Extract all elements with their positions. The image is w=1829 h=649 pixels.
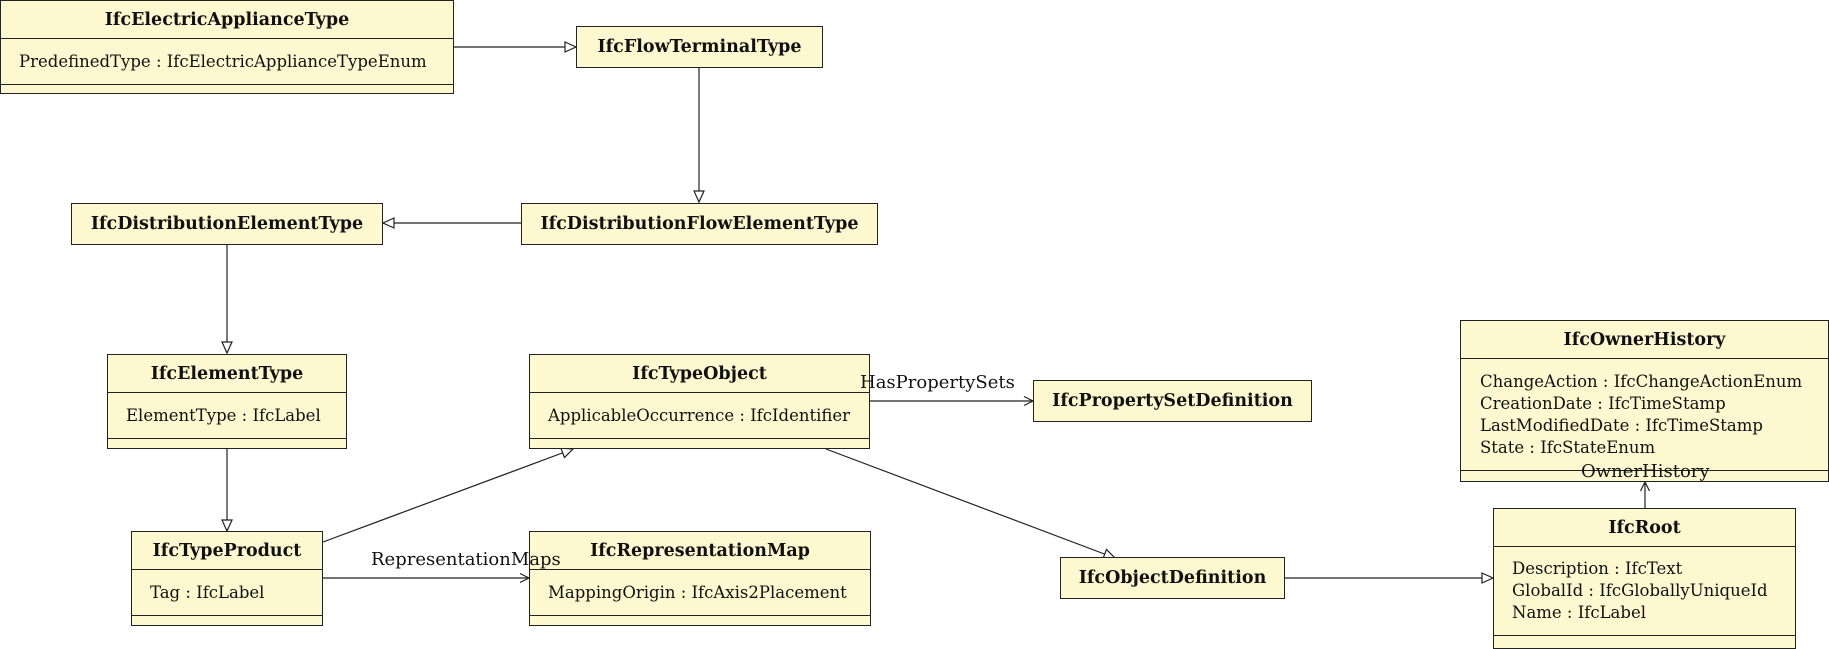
class-name: IfcTypeObject: [632, 363, 767, 384]
generalization-type-object-to-object-definition: [825, 448, 1117, 560]
class-ifc-root: IfcRoot Description : IfcText GlobalId :…: [1493, 508, 1796, 649]
operation-compartment: [1, 84, 453, 93]
attribute-list: ApplicableOccurrence : IfcIdentifier: [530, 392, 869, 438]
role-label-representation-maps: RepresentationMaps: [371, 549, 561, 570]
class-ifc-object-definition: IfcObjectDefinition: [1060, 557, 1285, 599]
attribute-list: ChangeAction : IfcChangeActionEnum Creat…: [1461, 358, 1828, 470]
operation-compartment: [1461, 470, 1828, 481]
attribute: LastModifiedDate : IfcTimeStamp: [1480, 415, 1763, 435]
class-name: IfcPropertySetDefinition: [1052, 391, 1293, 411]
attribute: Name : IfcLabel: [1512, 603, 1646, 622]
class-name: IfcElectricApplianceType: [104, 9, 350, 30]
attribute: ElementType : IfcLabel: [126, 405, 321, 425]
attribute-list: Description : IfcText GlobalId : IfcGlob…: [1494, 546, 1795, 635]
class-name: IfcDistributionElementType: [90, 214, 364, 234]
class-name: IfcOwnerHistory: [1563, 329, 1726, 350]
operation-compartment: [530, 438, 869, 448]
attribute-list: PredefinedType : IfcElectricApplianceTyp…: [1, 38, 453, 84]
class-ifc-element-type: IfcElementType ElementType : IfcLabel: [107, 354, 347, 449]
attribute: PredefinedType : IfcElectricApplianceTyp…: [19, 51, 427, 71]
operation-compartment: [132, 615, 322, 625]
attribute: MappingOrigin : IfcAxis2Placement: [548, 582, 847, 602]
class-name: IfcFlowTerminalType: [597, 37, 802, 57]
attribute: CreationDate : IfcTimeStamp: [1480, 393, 1726, 413]
class-ifc-distribution-element-type: IfcDistributionElementType: [71, 203, 383, 245]
class-ifc-property-set-definition: IfcPropertySetDefinition: [1033, 380, 1312, 422]
class-ifc-representation-map: IfcRepresentationMap MappingOrigin : Ifc…: [529, 531, 871, 626]
attribute-list: ElementType : IfcLabel: [108, 392, 346, 438]
attribute: ApplicableOccurrence : IfcIdentifier: [548, 405, 851, 425]
class-ifc-owner-history: IfcOwnerHistory ChangeAction : IfcChange…: [1460, 320, 1829, 482]
role-label-owner-history: OwnerHistory: [1581, 461, 1710, 482]
attribute: Description : IfcText: [1512, 559, 1683, 578]
class-ifc-type-object: IfcTypeObject ApplicableOccurrence : Ifc…: [529, 354, 870, 449]
class-ifc-flow-terminal-type: IfcFlowTerminalType: [576, 26, 823, 68]
attribute-list: MappingOrigin : IfcAxis2Placement: [530, 569, 870, 615]
operation-compartment: [530, 615, 870, 625]
role-label-has-property-sets: HasPropertySets: [860, 372, 1015, 393]
class-name: IfcObjectDefinition: [1078, 568, 1267, 588]
class-ifc-type-product: IfcTypeProduct Tag : IfcLabel: [131, 531, 323, 626]
attribute: State : IfcStateEnum: [1480, 437, 1656, 457]
class-name: IfcDistributionFlowElementType: [540, 214, 859, 234]
attribute: ChangeAction : IfcChangeActionEnum: [1480, 371, 1803, 391]
class-name: IfcTypeProduct: [152, 540, 302, 561]
class-ifc-electric-appliance-type: IfcElectricApplianceType PredefinedType …: [0, 0, 454, 94]
attribute: Tag : IfcLabel: [150, 582, 265, 602]
attribute: GlobalId : IfcGloballyUniqueId: [1512, 581, 1768, 600]
class-name: IfcRoot: [1608, 517, 1681, 538]
operation-compartment: [108, 438, 346, 448]
generalization-type-product-to-type-object: [322, 447, 575, 543]
attribute-list: Tag : IfcLabel: [132, 569, 322, 615]
class-ifc-distribution-flow-element-type: IfcDistributionFlowElementType: [521, 203, 878, 245]
class-name: IfcElementType: [150, 363, 304, 384]
class-name: IfcRepresentationMap: [590, 540, 810, 561]
operation-compartment: [1494, 635, 1795, 648]
